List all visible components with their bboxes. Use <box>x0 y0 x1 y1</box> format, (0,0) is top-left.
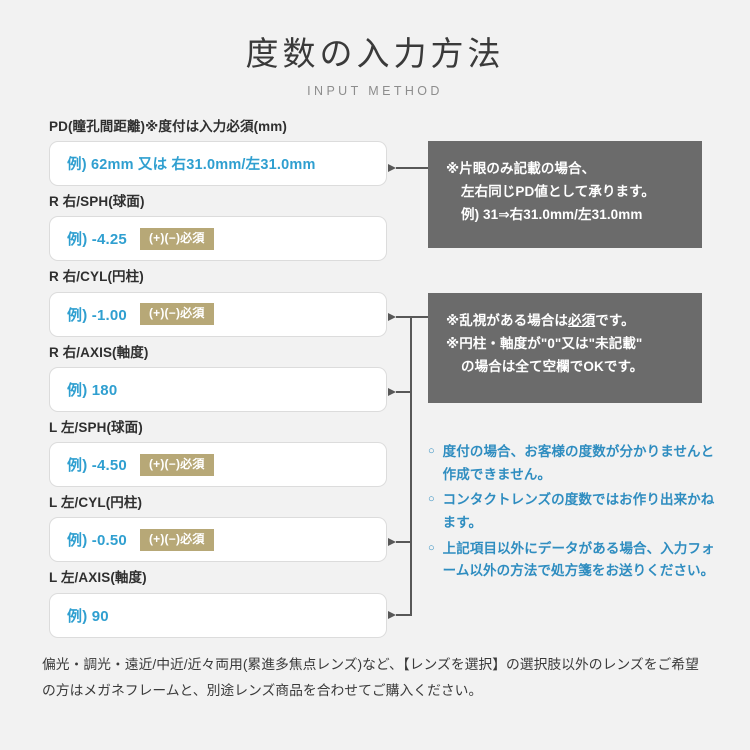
field-label-pd: PD(瞳孔間距離)※度付は入力必須(mm) <box>49 119 287 134</box>
list-item-text: 度付の場合、お客様の度数が分かりませんと作成できません。 <box>442 444 715 482</box>
field-r-axis: R 右/AXIS(軸度) 例) 180 <box>49 344 387 412</box>
connector-line-r-cyl <box>396 316 412 318</box>
list-item: ○ コンタクトレンズの度数ではお作り出来かねます。 <box>428 489 718 534</box>
field-label-l-axis: L 左/AXIS(軸度) <box>49 570 147 586</box>
input-pd-placeholder: 例) 62mm 又は 右31.0mm/左31.0mm <box>67 157 316 174</box>
callout-cyl-axis: ※乱視がある場合は必須です。 ※円柱・軸度が"0"又は"未記載" の場合は全て空… <box>428 293 702 403</box>
input-r-sph[interactable]: 例) -4.25 (+)(−)必須 <box>49 216 387 262</box>
callout-pd-line3: 例) 31⇒右31.0mm/左31.0mm <box>461 207 643 223</box>
field-label-l-sph: L 左/SPH(球面) <box>49 419 143 435</box>
page-subtitle: INPUT METHOD <box>307 84 443 99</box>
connector-spine-cyl-axis <box>410 316 412 616</box>
input-r-axis[interactable]: 例) 180 <box>49 366 387 412</box>
input-l-sph-placeholder: 例) -4.50 <box>67 457 127 475</box>
callout-cyl-line2: ※円柱・軸度が"0"又は"未記載" <box>446 336 643 352</box>
input-r-cyl[interactable]: 例) -1.00 (+)(−)必須 <box>49 291 387 337</box>
bullet-circle-icon: ○ <box>428 541 435 554</box>
field-label-r-axis: R 右/AXIS(軸度) <box>49 344 149 360</box>
field-l-axis: L 左/AXIS(軸度) 例) 90 <box>49 569 387 638</box>
field-pd: PD(瞳孔間距離)※度付は入力必須(mm) 例) 62mm 又は 右31.0mm… <box>49 118 387 187</box>
arrow-head-r-axis <box>388 387 396 396</box>
callout-cyl-line3: の場合は全て空欄でOKです。 <box>461 359 644 375</box>
input-r-cyl-placeholder: 例) -1.00 <box>67 306 127 324</box>
list-item-text: 上記項目以外にデータがある場合、入力フォーム以外の方法で処方箋をお送りください。 <box>442 540 715 579</box>
footer-note: 偏光・調光・遠近/中近/近々両用(累進多焦点レンズ)など、【レンズを選択】の選択… <box>42 657 699 698</box>
required-badge-l-sph: (+)(−)必須 <box>139 453 214 476</box>
page-header: 度数の入力方法 INPUT METHOD <box>0 35 750 99</box>
input-r-axis-placeholder: 例) 180 <box>67 381 118 399</box>
required-badge-r-cyl: (+)(−)必須 <box>139 303 214 326</box>
connector-line-pd <box>396 167 428 169</box>
arrow-head-l-axis <box>388 610 396 619</box>
field-r-cyl: R 右/CYL(円柱) 例) -1.00 (+)(−)必須 <box>49 268 387 337</box>
input-l-cyl-placeholder: 例) -0.50 <box>67 532 127 550</box>
notes-list: ○ 度付の場合、お客様の度数が分かりませんと作成できません。 ○ コンタクトレン… <box>428 441 718 586</box>
callout-pd-line2: 左右同じPD値として承ります。 <box>461 184 655 200</box>
prescription-form: PD(瞳孔間距離)※度付は入力必須(mm) 例) 62mm 又は 右31.0mm… <box>49 118 387 645</box>
callout-cyl-line1-underline: 必須 <box>568 313 596 328</box>
input-l-axis-placeholder: 例) 90 <box>67 607 109 625</box>
input-pd[interactable]: 例) 62mm 又は 右31.0mm/左31.0mm <box>49 141 387 187</box>
required-badge-l-cyl: (+)(−)必須 <box>139 528 214 551</box>
input-l-cyl[interactable]: 例) -0.50 (+)(−)必須 <box>49 517 387 563</box>
connector-line-l-axis <box>396 614 412 616</box>
list-item-text: コンタクトレンズの度数ではお作り出来かねます。 <box>442 492 715 531</box>
callout-pd-line1: ※片眼のみ記載の場合、 <box>446 161 596 176</box>
callout-cyl-line1-post: です。 <box>595 313 635 328</box>
callout-pd: ※片眼のみ記載の場合、 左右同じPD値として承ります。 例) 31⇒右31.0m… <box>428 141 702 248</box>
arrow-head-pd <box>388 163 396 172</box>
arrow-head-l-cyl <box>388 537 396 546</box>
input-l-sph[interactable]: 例) -4.50 (+)(−)必須 <box>49 442 387 488</box>
input-l-axis[interactable]: 例) 90 <box>49 592 387 638</box>
callout-cyl-line1: ※乱視がある場合は必須です。 <box>446 309 686 332</box>
connector-line-cyl-callout <box>410 316 428 318</box>
field-l-cyl: L 左/CYL(円柱) 例) -0.50 (+)(−)必須 <box>49 494 387 563</box>
bullet-circle-icon: ○ <box>428 445 435 457</box>
page-title: 度数の入力方法 <box>245 35 505 72</box>
field-label-r-sph: R 右/SPH(球面) <box>49 194 145 210</box>
connector-line-l-cyl <box>396 541 412 543</box>
input-r-sph-placeholder: 例) -4.25 <box>67 231 127 249</box>
field-l-sph: L 左/SPH(球面) 例) -4.50 (+)(−)必須 <box>49 419 387 488</box>
connector-line-r-axis <box>396 391 412 393</box>
field-label-r-cyl: R 右/CYL(円柱) <box>49 269 144 285</box>
field-label-l-cyl: L 左/CYL(円柱) <box>49 495 143 511</box>
callout-cyl-line1-pre: ※乱視がある場合は <box>446 313 569 328</box>
list-item: ○ 度付の場合、お客様の度数が分かりませんと作成できません。 <box>428 441 718 486</box>
field-r-sph: R 右/SPH(球面) 例) -4.25 (+)(−)必須 <box>49 193 387 262</box>
required-badge-r-sph: (+)(−)必須 <box>139 227 214 250</box>
list-item: ○ 上記項目以外にデータがある場合、入力フォーム以外の方法で処方箋をお送りくださ… <box>428 538 718 583</box>
arrow-head-r-cyl <box>388 312 396 321</box>
bullet-circle-icon: ○ <box>428 493 435 506</box>
